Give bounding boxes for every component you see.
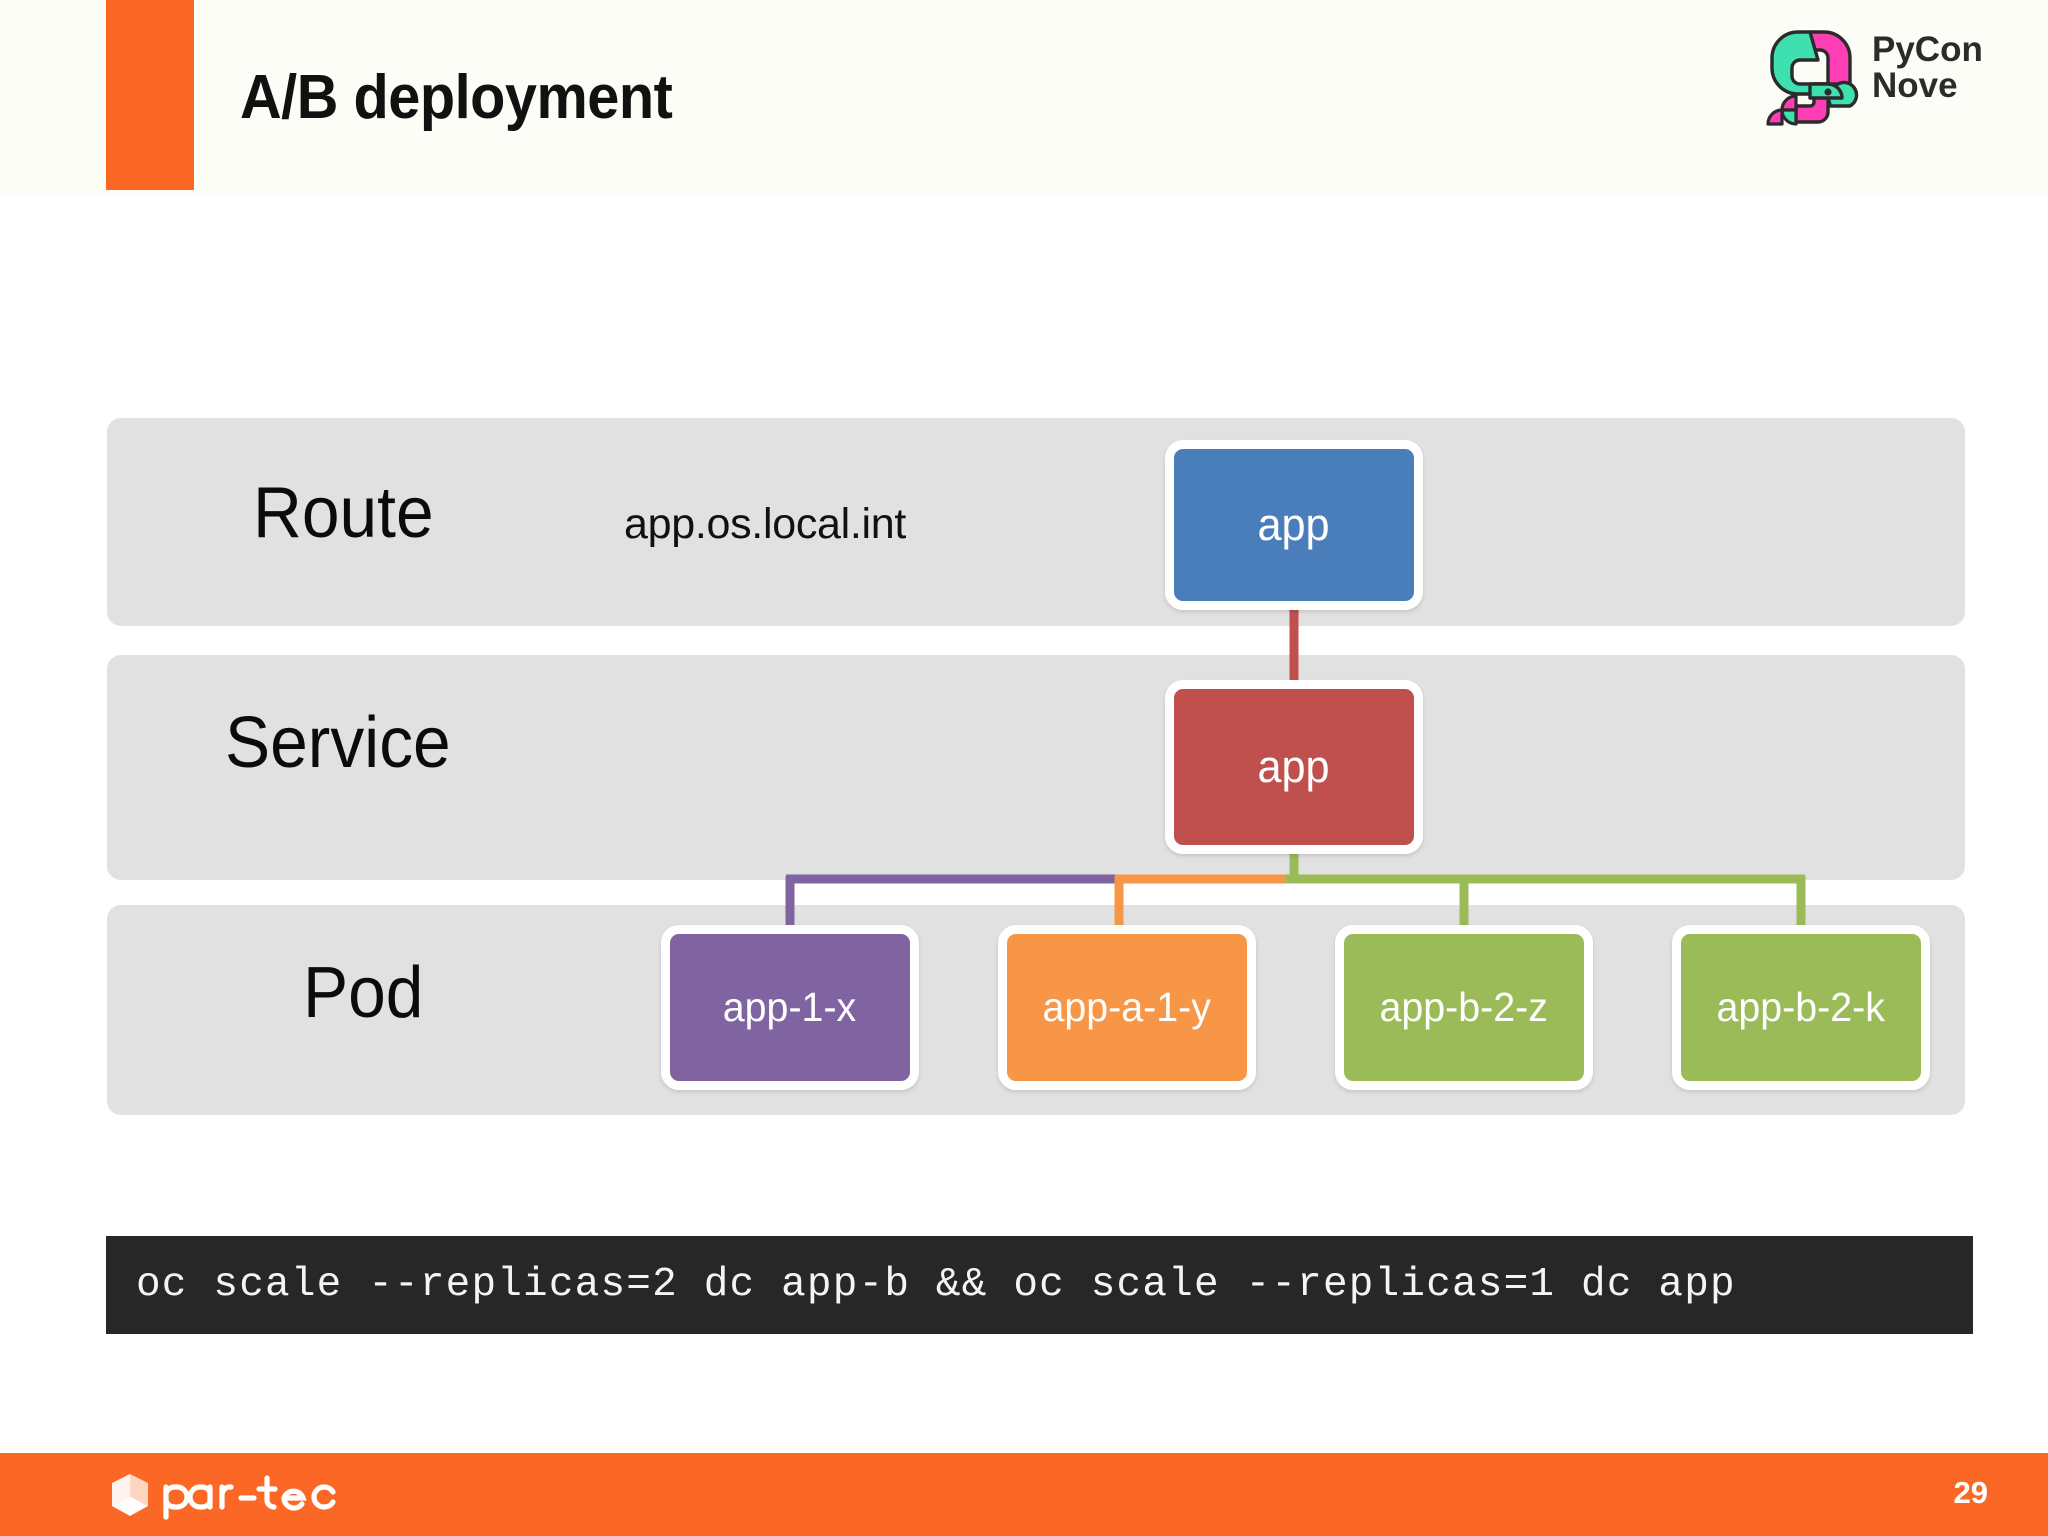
slide-footer: 29	[0, 1453, 2048, 1536]
pod-node-app-b-2-z[interactable]: app-b-2-z	[1335, 925, 1593, 1090]
pod-node-label: app-b-2-z	[1379, 984, 1549, 1030]
pycon-wordmark: PyCon Nove	[1872, 32, 1983, 103]
diagram-band-service	[107, 655, 1965, 880]
route-node-label: app	[1257, 499, 1331, 550]
pod-node-label: app-b-2-k	[1716, 984, 1886, 1030]
band-label-route: Route	[253, 473, 434, 553]
pod-node-label: app-1-x	[723, 984, 857, 1030]
page-number: 29	[1953, 1475, 1988, 1510]
pod-node-app-a-1-y[interactable]: app-a-1-y	[998, 925, 1256, 1090]
pod-node-app-1-x[interactable]: app-1-x	[661, 925, 919, 1090]
pycon-wordmark-line2: Nove	[1872, 65, 1958, 105]
route-hostname-label: app.os.local.int	[624, 500, 907, 548]
pod-node-label: app-a-1-y	[1042, 984, 1212, 1030]
diagram-band-route	[107, 418, 1965, 626]
header-accent-bar	[106, 0, 194, 190]
pod-node-app-b-2-k[interactable]: app-b-2-k	[1672, 925, 1930, 1090]
route-node-app[interactable]: app	[1165, 440, 1423, 610]
service-node-label: app	[1257, 741, 1331, 792]
pycon-wordmark-line1: PyCon	[1872, 30, 1983, 69]
band-label-service: Service	[225, 703, 451, 783]
par-tec-cube-logo	[112, 1474, 336, 1520]
command-text: oc scale --replicas=2 dc app-b && oc sca…	[136, 1262, 1736, 1308]
page-title: A/B deployment	[240, 63, 673, 132]
slide-header: A/B deployment PyCon Nove	[0, 0, 2048, 195]
pycon-nove-logo: PyCon Nove	[1752, 24, 2017, 132]
band-label-pod: Pod	[303, 953, 424, 1033]
command-bar: oc scale --replicas=2 dc app-b && oc sca…	[106, 1236, 1973, 1334]
pycon-snake-nine-icon	[1766, 30, 1859, 126]
service-node-app[interactable]: app	[1165, 680, 1423, 854]
